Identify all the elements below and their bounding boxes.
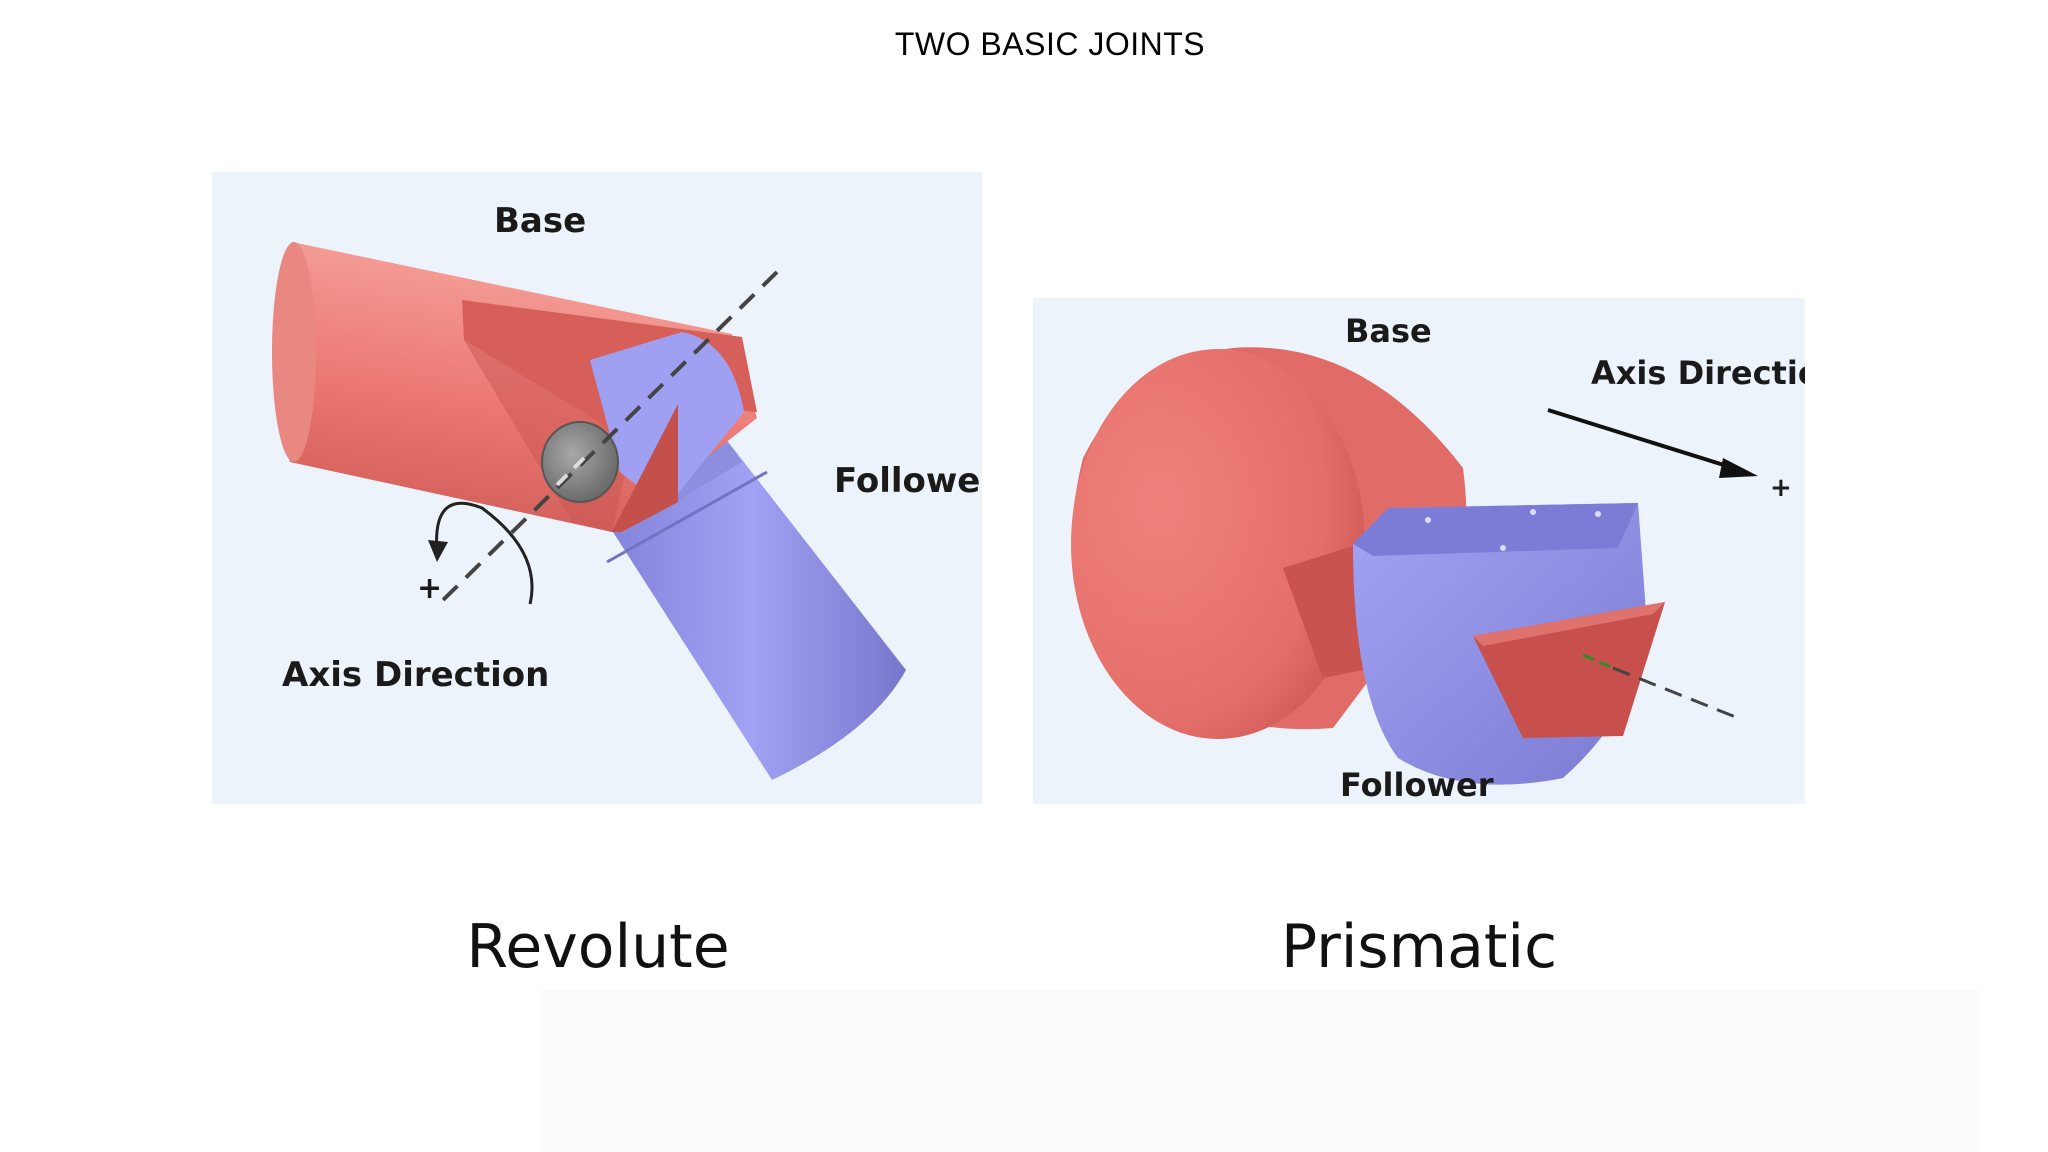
axis-plus-label: + <box>1770 473 1792 503</box>
base-rail <box>1283 546 1373 678</box>
revolute-diagram: Base Follower Axis Direction + <box>212 172 982 804</box>
revolute-caption: Revolute <box>466 912 730 982</box>
axis-line <box>1612 666 1739 720</box>
bottom-background <box>540 990 1980 1152</box>
prismatic-caption: Prismatic <box>1280 912 1558 982</box>
axis-plus-label: + <box>417 571 442 606</box>
axis-arrow-icon <box>1547 408 1758 478</box>
follower-label: Follower <box>834 461 982 501</box>
axis-direction-label: Axis Direction <box>1591 354 1805 392</box>
axis-direction-label: Axis Direction <box>282 655 549 695</box>
rotation-arrow-icon <box>428 501 534 605</box>
axis-line <box>437 270 779 606</box>
follower-label: Follower <box>1340 766 1494 804</box>
prismatic-diagram: Base Axis Direction + Follower <box>1033 298 1805 804</box>
slide-title: TWO BASIC JOINTS <box>894 26 1206 62</box>
base-label: Base <box>494 201 586 241</box>
revolute-illustration: Base Follower Axis Direction + <box>272 201 982 780</box>
base-label: Base <box>1345 312 1432 350</box>
prismatic-illustration: Base Axis Direction + Follower <box>1071 312 1805 804</box>
